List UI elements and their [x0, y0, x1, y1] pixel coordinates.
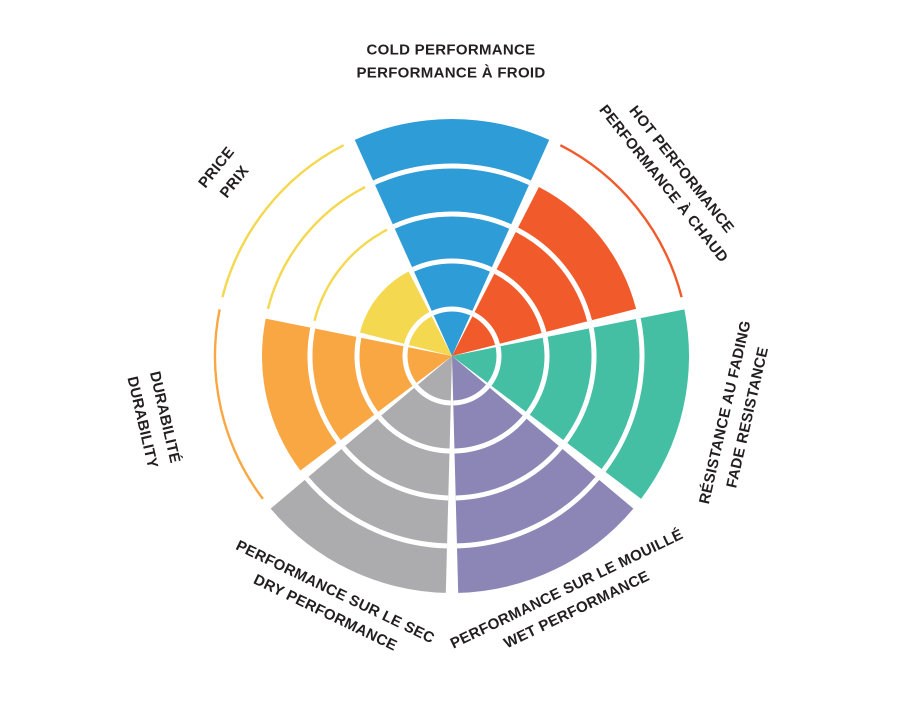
segment-dry-performance-ring-separator	[414, 384, 451, 406]
segment-fade-resistance-ring-separator	[525, 336, 550, 415]
segment-cold-performance-ring-separator	[412, 258, 492, 272]
segment-price-unfilled-level-arc	[266, 185, 366, 310]
segment-hot-performance-ring-separator	[515, 227, 592, 322]
segment-durability-unfilled-level-arc	[213, 309, 264, 500]
segment-label-line-en: COLD PERFORMANCE	[366, 41, 536, 59]
segment-wet-performance-ring-separator	[455, 445, 563, 501]
segment-price-unfilled-level-arc	[221, 144, 345, 298]
segment-wet-performance-ring-separator	[454, 415, 527, 454]
segment-cold-performance-wedge	[354, 118, 550, 357]
segment-hot-performance-ring-separator	[494, 269, 547, 334]
segment-cold-performance-ring-separator	[431, 306, 473, 316]
segment-dry-performance-ring-separator	[377, 415, 450, 454]
segment-wet-performance-ring-separator	[453, 384, 490, 406]
segment-hot-performance-unfilled-level-arc	[559, 144, 683, 298]
segment-fade-resistance-ring-separator	[487, 346, 502, 386]
segment-label-line-fr: PERFORMANCE À FROID	[356, 64, 546, 81]
segment-durability-ring-separator	[354, 336, 379, 415]
segment-dry-performance-ring-separator	[341, 445, 449, 501]
segment-cold-performance-ring-separator	[392, 211, 512, 229]
segment-label-cold-performance: COLD PERFORMANCE PERFORMANCE À FROID	[356, 40, 545, 85]
segment-price-ring-separator	[404, 311, 432, 346]
segment-price-wedge	[359, 271, 452, 356]
segment-dry-performance-wedge	[270, 356, 452, 593]
segment-fade-resistance-ring-separator	[563, 327, 597, 444]
segment-wet-performance-wedge	[452, 356, 634, 593]
segment-fade-resistance-wedge	[452, 309, 690, 499]
segment-hot-performance-ring-separator	[472, 311, 500, 346]
segment-dry-performance-ring-separator	[304, 476, 448, 549]
segment-durability-ring-separator	[307, 327, 341, 444]
segment-cold-performance-ring-separator	[373, 163, 531, 186]
segment-wet-performance-ring-separator	[456, 476, 600, 549]
segment-durability-ring-separator	[402, 346, 417, 386]
segment-price-unfilled-level-arc	[313, 228, 388, 322]
segment-fade-resistance-ring-separator	[601, 318, 645, 473]
